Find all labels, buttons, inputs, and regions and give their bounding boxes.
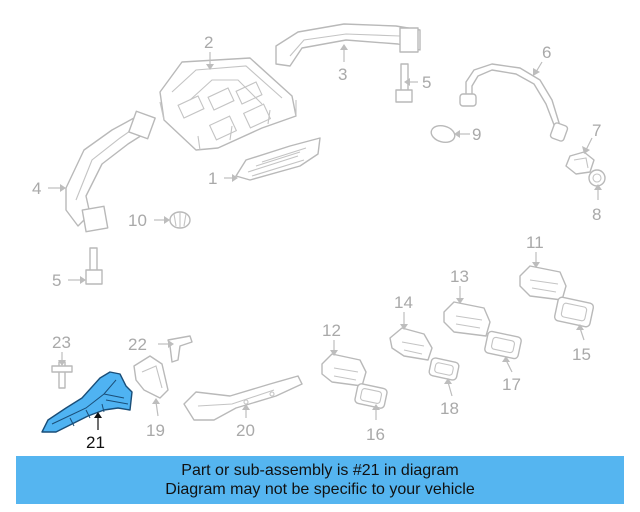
part-4-left-duct	[65, 110, 156, 233]
callout-9: 9	[472, 125, 481, 144]
callout-5-upper: 5	[422, 73, 431, 92]
callout-4: 4	[32, 179, 41, 198]
callout-1: 1	[208, 169, 217, 188]
callout-19: 19	[146, 421, 165, 440]
callout-2: 2	[204, 33, 213, 52]
part-1-center-grille	[235, 137, 321, 181]
part-22-clip	[167, 335, 193, 363]
callout-13: 13	[450, 267, 469, 286]
part-14-vent	[389, 327, 433, 361]
part-6-hose	[459, 63, 569, 142]
part-15-bezel	[553, 296, 595, 328]
callout-3: 3	[338, 65, 347, 84]
part-16-bezel	[354, 383, 388, 409]
callout-5-lower: 5	[52, 271, 61, 290]
callout-21: 21	[86, 433, 105, 452]
part-11-vent	[519, 265, 567, 301]
callout-10: 10	[128, 211, 147, 230]
part-20-side-duct	[183, 375, 303, 421]
callout-16: 16	[366, 425, 385, 444]
part-18-bezel	[428, 357, 460, 381]
part-19-bracket	[133, 355, 169, 399]
part-17-bezel	[484, 330, 522, 360]
callout-labels: 2 3 5 6 7 8 9 1 4 10 5 11 13 14 12 15 22…	[32, 33, 601, 452]
callout-22: 22	[128, 335, 147, 354]
part-10-clip	[169, 211, 191, 229]
part-5-lower-pin	[85, 247, 103, 285]
part-7-connector	[565, 151, 595, 175]
part-13-vent	[443, 301, 491, 337]
callout-23: 23	[52, 333, 71, 352]
part-8-grommet	[588, 169, 606, 187]
leader-lines	[48, 44, 602, 430]
callout-6: 6	[542, 43, 551, 62]
callout-15: 15	[572, 345, 591, 364]
info-banner: Part or sub-assembly is #21 in diagram D…	[16, 456, 624, 504]
callout-14: 14	[394, 293, 413, 312]
callout-7: 7	[592, 121, 601, 140]
parts-diagram: 2 3 5 6 7 8 9 1 4 10 5 11 13 14 12 15 22…	[32, 23, 606, 452]
banner-part-line: Part or sub-assembly is #21 in diagram	[181, 462, 459, 479]
part-9-seal	[430, 124, 456, 144]
callout-17: 17	[502, 375, 521, 394]
part-3-upper-duct	[275, 23, 421, 67]
part-5-upper-pin	[395, 63, 413, 103]
callout-18: 18	[440, 399, 459, 418]
part-2-distribution-housing	[159, 57, 297, 151]
part-21-highlighted-duct[interactable]	[41, 371, 133, 433]
part-12-vent	[321, 353, 367, 387]
callout-12: 12	[322, 321, 341, 340]
banner-disclaimer-line: Diagram may not be specific to your vehi…	[165, 481, 475, 498]
callout-11: 11	[526, 233, 544, 252]
callout-8: 8	[592, 205, 601, 224]
callout-20: 20	[236, 421, 255, 440]
